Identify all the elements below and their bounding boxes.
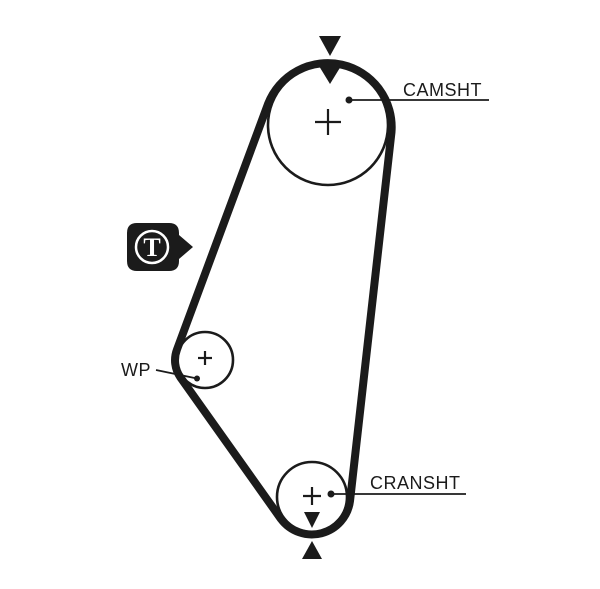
water-pump-center-cross-icon [198, 351, 212, 365]
tensioner-marker: T [127, 223, 193, 271]
bottom-alignment-arrow-inner-icon [304, 512, 320, 528]
water-pump-callout: WP [121, 360, 200, 382]
camshaft-leader-dot [345, 96, 353, 104]
crankshaft-label: CRANSHT [370, 473, 461, 493]
top-alignment-arrow-inner-icon [319, 66, 341, 84]
water-pump-leader-line [155, 369, 198, 380]
crankshaft-center-cross-icon [303, 487, 321, 505]
top-alignment-arrow-outer-icon [319, 36, 341, 56]
alignment-marks [302, 36, 341, 559]
camshaft-center-cross-icon [315, 109, 341, 135]
crankshaft-leader-dot [327, 490, 335, 498]
camshaft-label: CAMSHT [403, 80, 482, 100]
water-pump-label: WP [121, 360, 151, 380]
crankshaft-callout: CRANSHT [327, 473, 466, 498]
timing-belt [171, 59, 396, 539]
tensioner-badge-ring [134, 229, 170, 265]
pulley-center-marks [198, 109, 341, 505]
tensioner-badge-shape [127, 223, 193, 271]
tensioner-letter: T [143, 233, 160, 262]
bottom-alignment-arrow-outer-icon [302, 541, 322, 559]
camshaft-callout: CAMSHT [345, 80, 489, 104]
water-pump-leader-dot [194, 375, 200, 382]
